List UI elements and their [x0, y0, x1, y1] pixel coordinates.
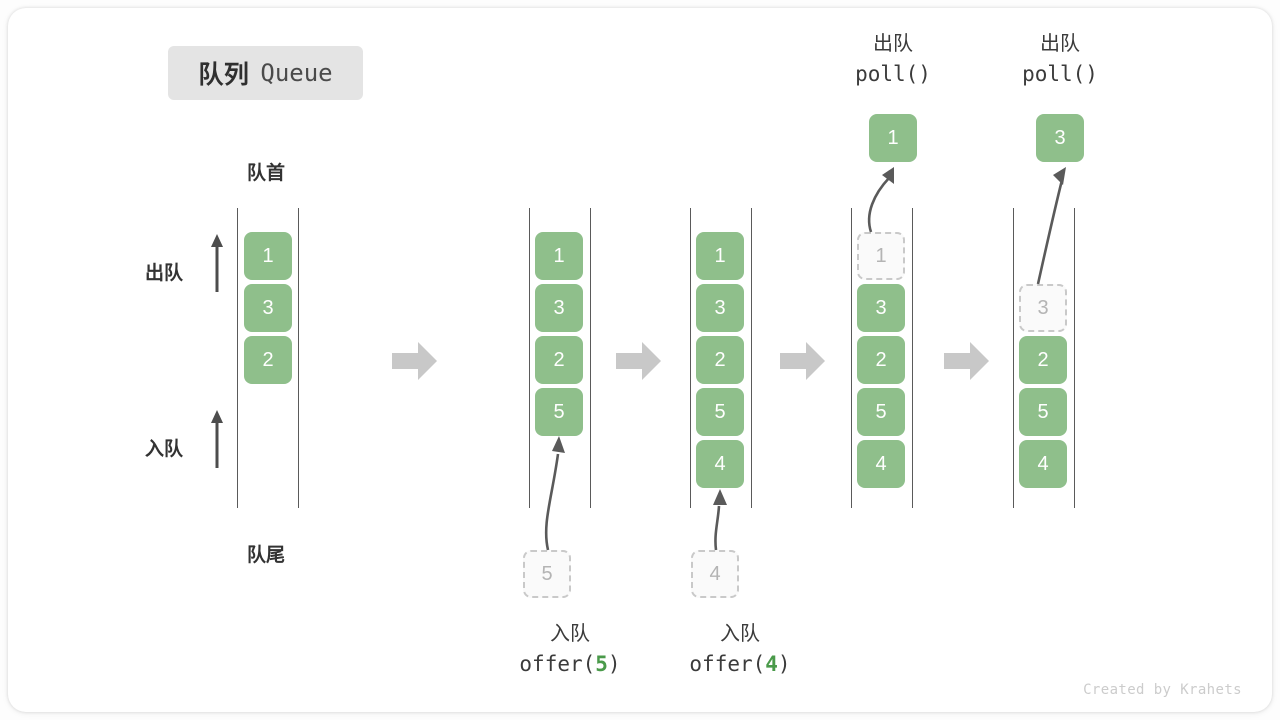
step-arrow-icon — [616, 342, 661, 380]
code-prefix: poll( — [1022, 62, 1086, 86]
dequeue-label: 出队 — [145, 263, 184, 284]
enqueue-curve-arrow-icon — [544, 436, 565, 551]
outgoing-ghost-cell: 1 — [857, 232, 905, 280]
top-op-label: 出队 — [1040, 33, 1080, 55]
diagram-stage: 队列 Queue 队首 队尾 出队 入队 1 3 2 1 3 2 5 5 — [8, 8, 1272, 712]
step-arrow-icon — [780, 342, 825, 380]
channel-rail-left — [529, 208, 530, 508]
title-badge: 队列 Queue — [168, 46, 363, 100]
code-suffix: ) — [777, 652, 791, 676]
top-op-caption-poll-1: 出队 poll() — [833, 30, 953, 89]
bottom-op-caption-offer-5: 入队 offer(5) — [473, 620, 667, 679]
queue-head-label: 队首 — [246, 163, 285, 184]
dequeue-curve-arrow-icon — [1036, 167, 1066, 285]
enqueue-label: 入队 — [145, 439, 184, 460]
popped-cell: 1 — [869, 114, 917, 162]
bottom-op-code: offer(5) — [473, 649, 667, 679]
queue-channel-1 — [529, 208, 591, 508]
queue-cell: 3 — [857, 284, 905, 332]
bottom-op-label: 入队 — [720, 623, 760, 645]
step-arrow-icon — [392, 342, 437, 380]
channel-rail-left — [851, 208, 852, 508]
channel-rail-left — [237, 208, 238, 508]
queue-channel-0 — [237, 208, 299, 508]
queue-tail-label: 队尾 — [246, 545, 285, 566]
queue-cell: 3 — [696, 284, 744, 332]
incoming-ghost-cell: 4 — [691, 550, 739, 598]
top-op-label: 出队 — [873, 33, 913, 55]
code-suffix: ) — [918, 62, 931, 86]
queue-cell: 4 — [857, 440, 905, 488]
top-op-code: poll() — [833, 59, 953, 89]
queue-cell: 1 — [696, 232, 744, 280]
step-arrow-icon — [944, 342, 989, 380]
title-english: Queue — [260, 59, 333, 87]
queue-cell: 3 — [535, 284, 583, 332]
queue-cell: 3 — [244, 284, 292, 332]
queue-channel-4 — [1013, 208, 1075, 508]
channel-rail-right — [912, 208, 913, 508]
channel-rail-left — [1013, 208, 1014, 508]
code-argument: 5 — [595, 652, 608, 676]
credit-text: Created by Krahets — [1083, 682, 1242, 698]
bottom-op-label: 入队 — [550, 623, 590, 645]
channel-rail-right — [298, 208, 299, 508]
code-prefix: offer( — [519, 652, 596, 676]
top-op-caption-poll-2: 出队 poll() — [1000, 30, 1120, 89]
channel-rail-right — [1074, 208, 1075, 508]
dequeue-curve-arrow-icon — [867, 167, 894, 233]
queue-cell: 5 — [857, 388, 905, 436]
code-argument: 4 — [765, 652, 778, 676]
queue-cell-new: 5 — [535, 388, 583, 436]
queue-cell: 2 — [535, 336, 583, 384]
channel-rail-left — [690, 208, 691, 508]
code-suffix: ) — [607, 652, 621, 676]
code-suffix: ) — [1085, 62, 1098, 86]
queue-cell: 5 — [696, 388, 744, 436]
code-prefix: poll( — [855, 62, 919, 86]
channel-rail-right — [590, 208, 591, 508]
diagram-card: 队列 Queue 队首 队尾 出队 入队 1 3 2 1 3 2 5 5 — [8, 8, 1272, 712]
queue-cell: 2 — [1019, 336, 1067, 384]
title-chinese: 队列 — [198, 61, 250, 89]
queue-cell: 4 — [1019, 440, 1067, 488]
channel-rail-right — [751, 208, 752, 508]
queue-cell-new: 4 — [696, 440, 744, 488]
bottom-op-code: offer(4) — [643, 649, 837, 679]
enqueue-direction-arrow-icon — [211, 410, 223, 468]
queue-cell: 5 — [1019, 388, 1067, 436]
popped-cell: 3 — [1036, 114, 1084, 162]
incoming-ghost-cell: 5 — [523, 550, 571, 598]
queue-channel-2 — [690, 208, 752, 508]
queue-cell: 2 — [244, 336, 292, 384]
queue-cell: 2 — [857, 336, 905, 384]
queue-cell: 2 — [696, 336, 744, 384]
bottom-op-caption-offer-4: 入队 offer(4) — [643, 620, 837, 679]
code-prefix: offer( — [689, 652, 766, 676]
top-op-code: poll() — [1000, 59, 1120, 89]
queue-cell: 1 — [535, 232, 583, 280]
enqueue-curve-arrow-icon — [713, 489, 727, 551]
outgoing-ghost-cell: 3 — [1019, 284, 1067, 332]
dequeue-direction-arrow-icon — [211, 234, 223, 292]
queue-channel-3 — [851, 208, 913, 508]
queue-cell: 1 — [244, 232, 292, 280]
